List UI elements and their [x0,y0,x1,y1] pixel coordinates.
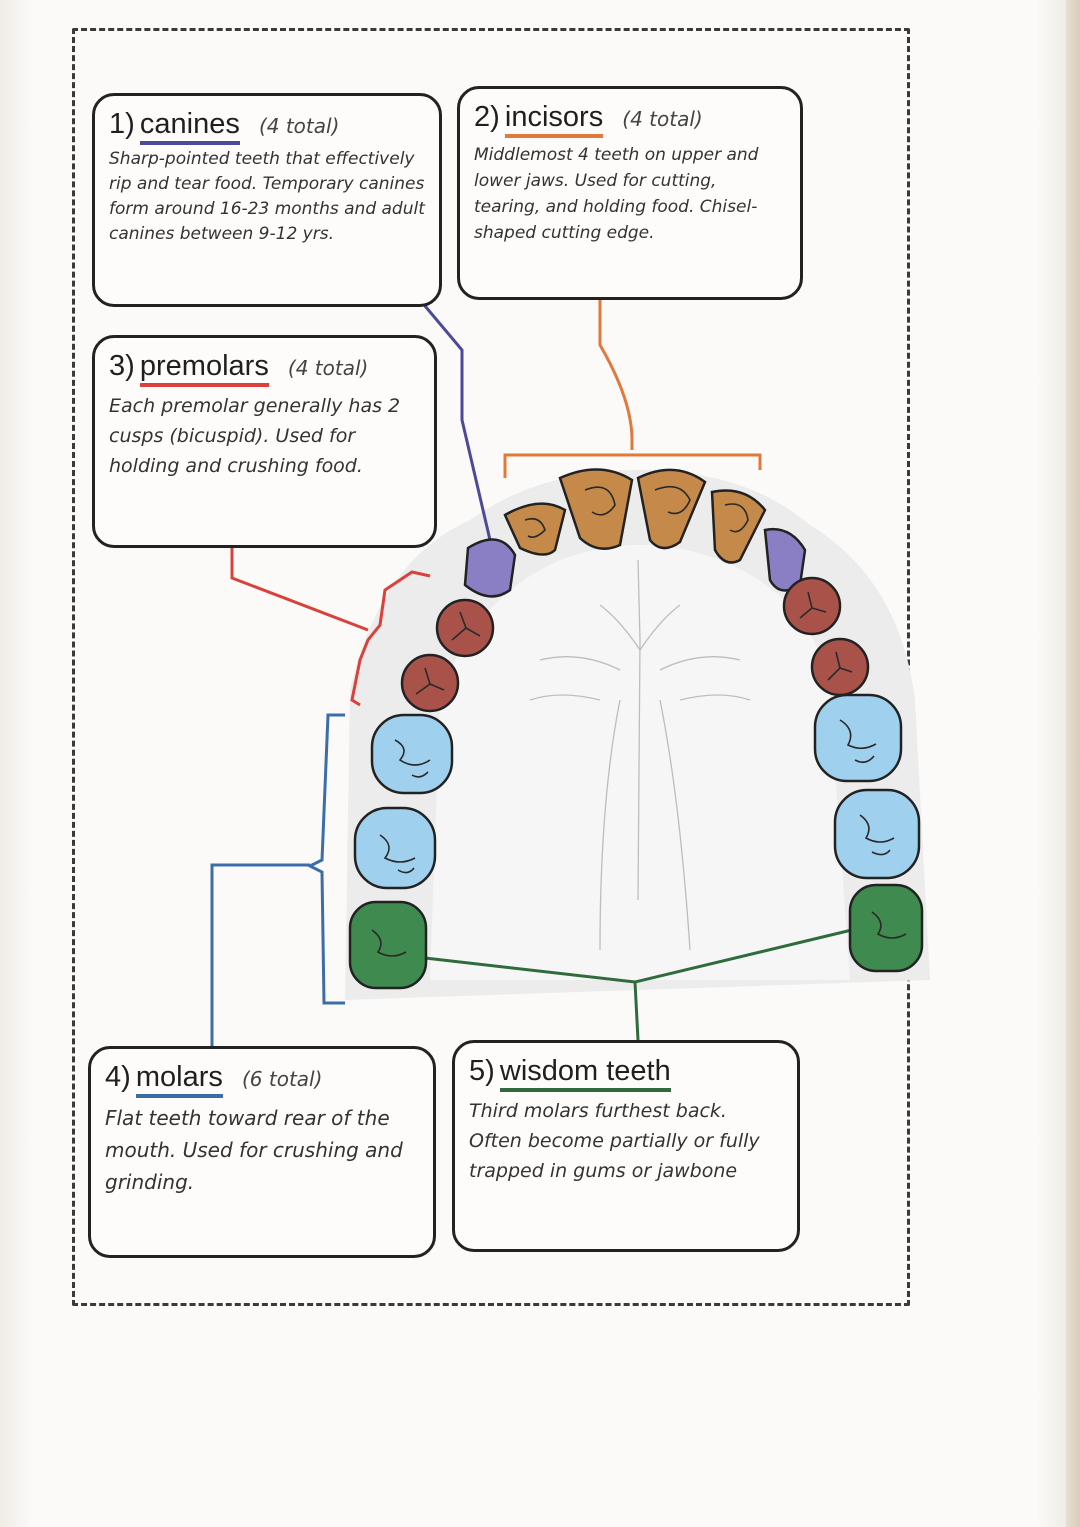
incisor-tooth [710,489,767,564]
page-edge [1066,0,1080,1527]
wisdom-tooth [848,883,924,973]
canine-leader [418,299,492,541]
palate-inner [430,545,850,980]
molar-tooth [813,693,903,783]
incisor-tooth [503,502,567,556]
molars-number: 4) [105,1061,131,1093]
incisor-bracket [503,296,762,478]
molar-bracket [306,713,345,1005]
molar-leader [210,863,310,1048]
incisor-tooth [558,468,634,550]
canines-count: (4 total) [258,114,340,138]
premolars-description: Each premolar generally has 2 cusps (bic… [109,395,401,477]
incisors-description: Middlemost 4 teeth on upper and lower ja… [474,145,759,243]
premolars-heading: 3) premolars (4 total) [109,350,420,387]
molar-tooth [353,806,437,890]
wisdom-heading: 5) wisdom teeth [469,1055,783,1092]
canines-box: 1) canines (4 total) Sharp-pointed teeth… [92,93,442,307]
canines-title: canines [139,108,240,145]
wisdom-title: wisdom teeth [499,1055,671,1092]
premolar-bracket [230,548,431,707]
incisor-tooth [636,468,707,550]
molar-tooth [370,713,454,795]
molars-count: (6 total) [242,1067,323,1091]
incisors-heading: 2) incisors (4 total) [474,101,786,138]
wisdom-leader [424,926,861,1041]
molars-description: Flat teeth toward rear of the mouth. Use… [105,1106,403,1194]
canines-description: Sharp-pointed teeth that effectively rip… [109,149,425,244]
premolars-box: 3) premolars (4 total) Each premolar gen… [92,335,437,548]
incisors-box: 2) incisors (4 total) Middlemost 4 teeth… [457,86,803,300]
molars-title: molars [135,1061,223,1098]
palate-lines [529,559,751,951]
premolars-count: (4 total) [287,356,369,380]
canines-heading: 1) canines (4 total) [109,108,425,145]
incisors-number: 2) [474,101,500,133]
molar-tooth [833,788,921,880]
premolars-number: 3) [109,350,135,382]
premolars-title: premolars [139,350,269,387]
molars-box: 4) molars (6 total) Flat teeth toward re… [88,1046,436,1258]
canines-number: 1) [109,108,135,140]
molars-heading: 4) molars (6 total) [105,1061,419,1098]
canine-tooth [463,538,517,598]
incisors-count: (4 total) [622,107,703,131]
wisdom-teeth-box: 5) wisdom teeth Third molars furthest ba… [452,1040,800,1252]
wisdom-description: Third molars furthest back. Often become… [469,1100,760,1182]
incisors-title: incisors [504,101,604,138]
wisdom-tooth [348,900,428,990]
wisdom-number: 5) [469,1055,495,1087]
